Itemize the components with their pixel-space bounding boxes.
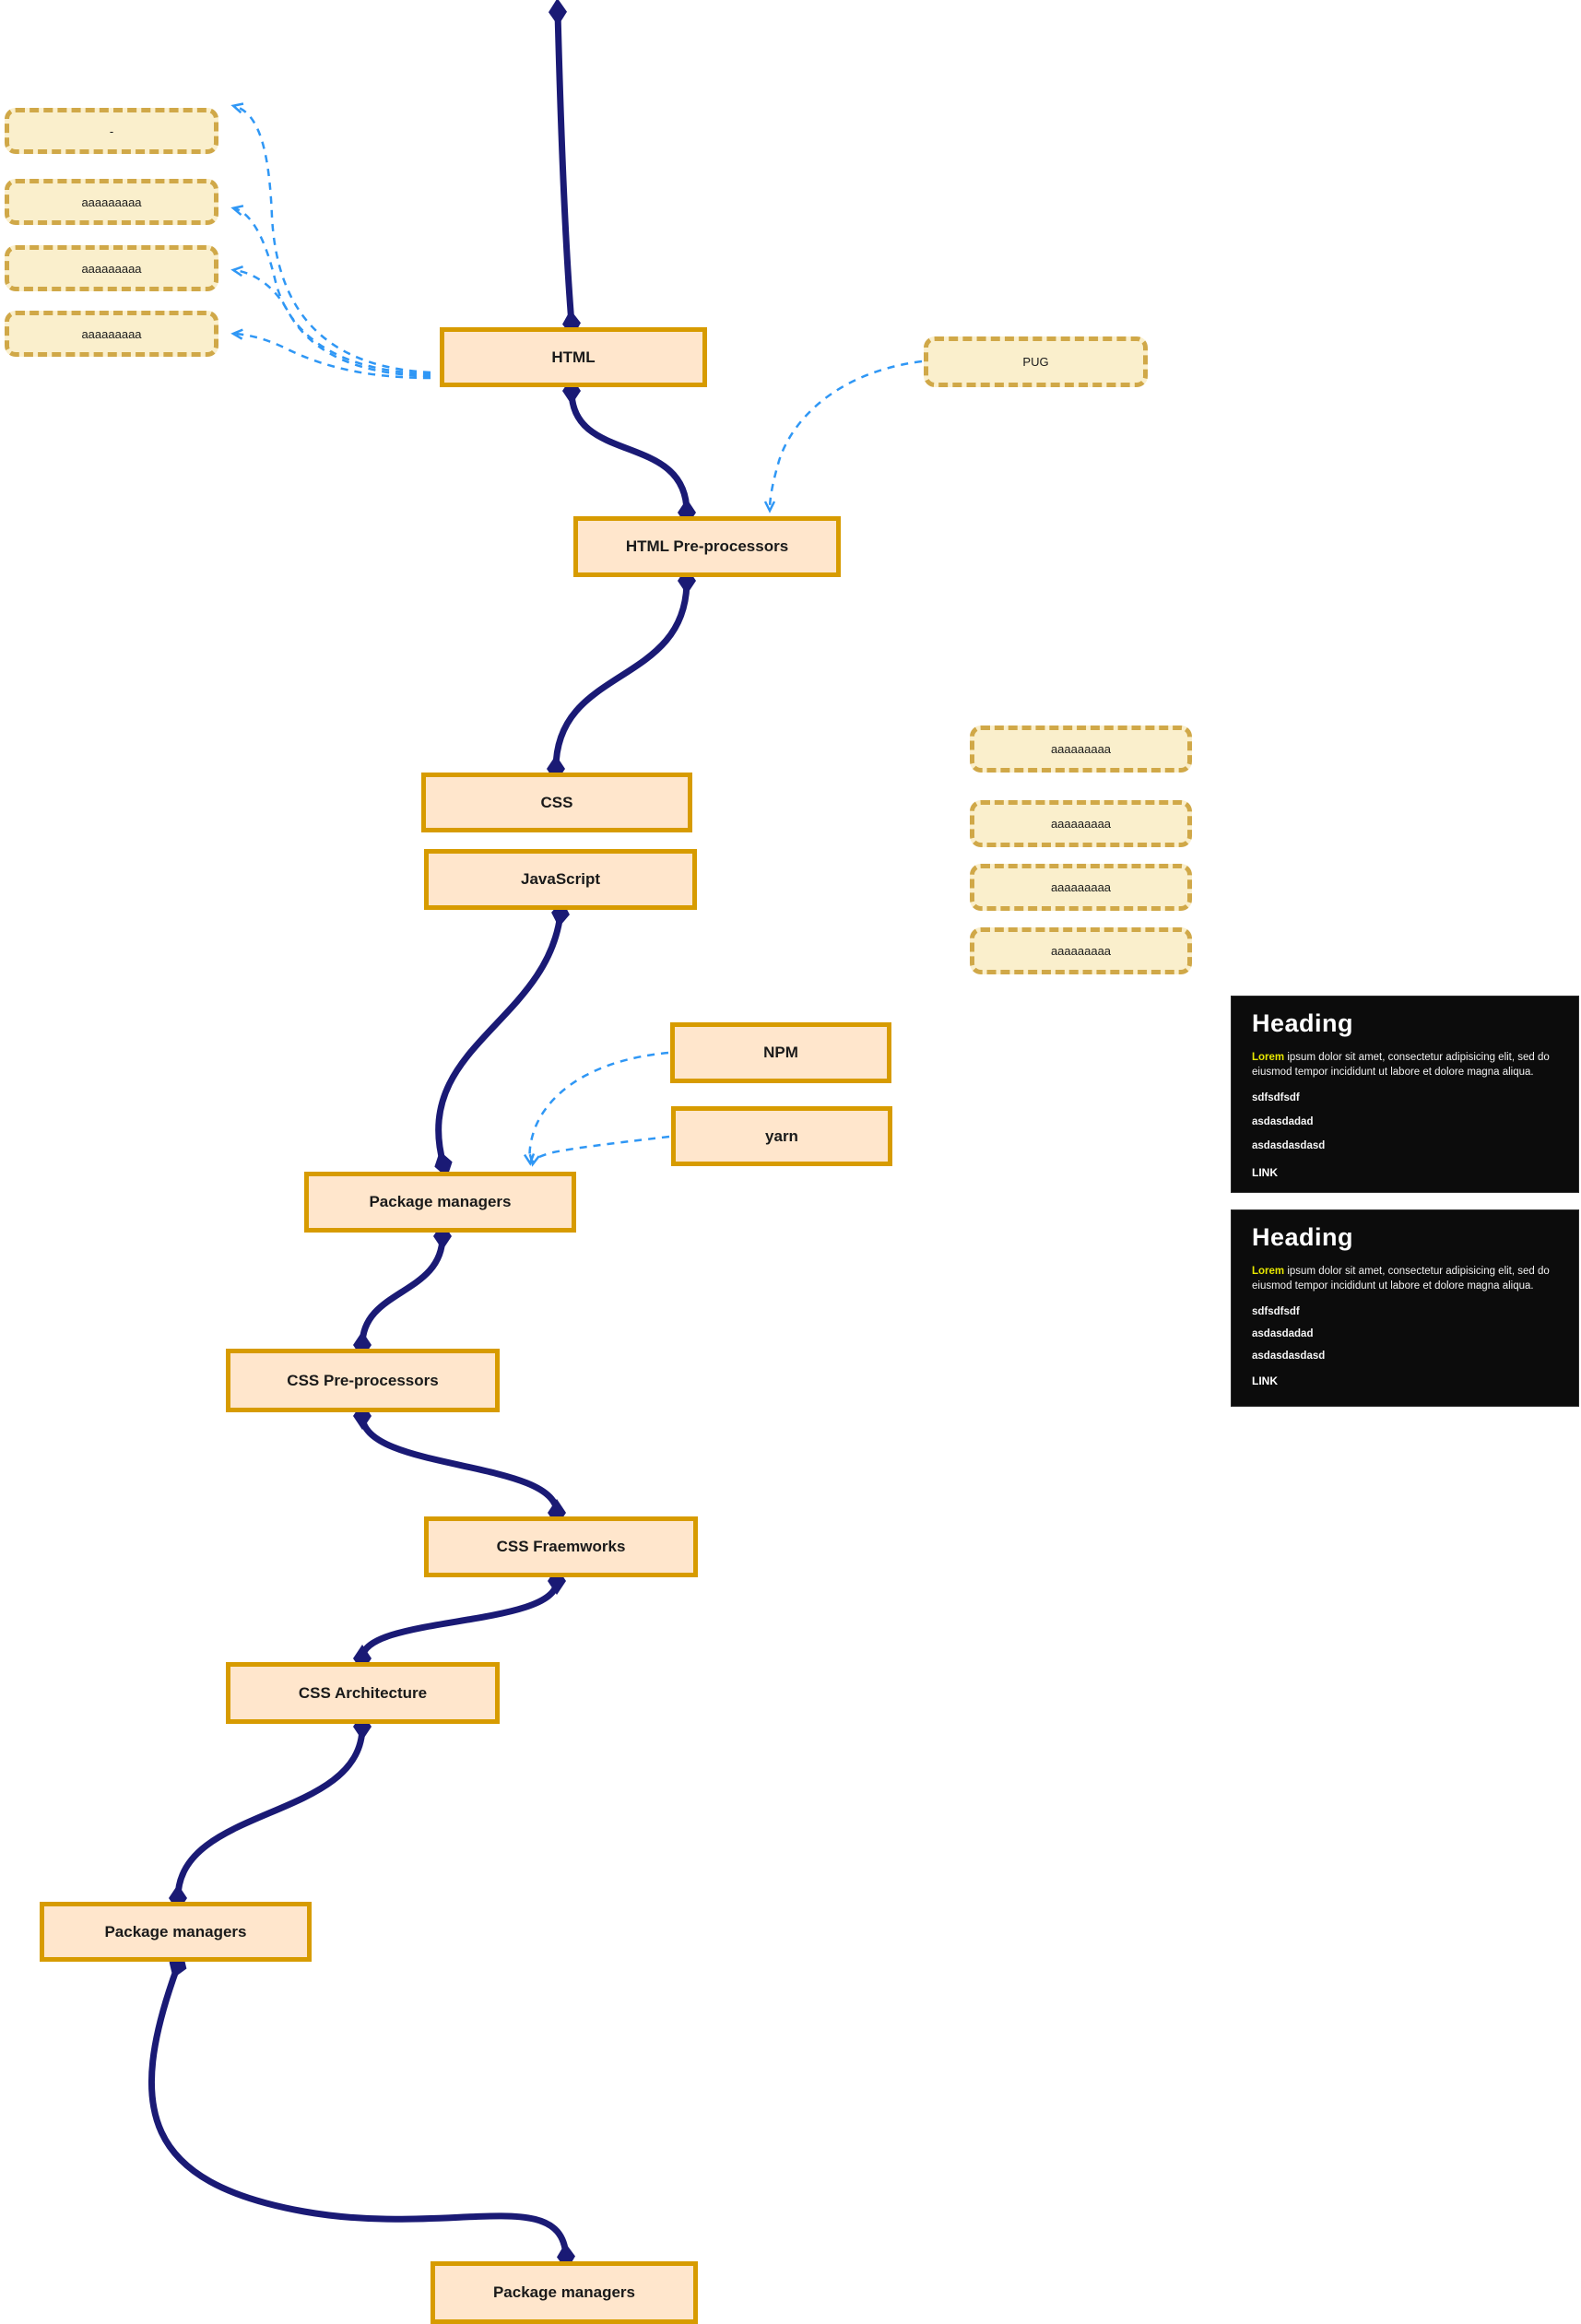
card-1-link[interactable]: LINK: [1252, 1166, 1278, 1180]
note-pug[interactable]: PUG: [924, 336, 1148, 387]
card-2-heading: Heading: [1252, 1223, 1354, 1251]
card-2-paragraph: Lorem ipsum dolor sit amet, consectetur …: [1252, 1265, 1560, 1293]
note-right-1[interactable]: aaaaaaaaa: [970, 726, 1192, 773]
node-yarn[interactable]: yarn: [671, 1106, 892, 1166]
dashed-edge-html-to-note-4: [230, 328, 431, 380]
card-1-highlight: Lorem: [1252, 1052, 1285, 1063]
edge-preprocessors-to-css: [547, 567, 696, 783]
note-pug-label: PUG: [1022, 355, 1049, 369]
node-html[interactable]: HTML: [440, 327, 707, 387]
node-css-architecture-label: CSS Architecture: [298, 1683, 428, 1702]
note-left-1-label: -: [109, 124, 114, 138]
card-2-link[interactable]: LINK: [1252, 1374, 1278, 1388]
note-right-4[interactable]: aaaaaaaaa: [970, 927, 1192, 974]
node-css-frameworks-label: CSS Fraemworks: [496, 1538, 626, 1555]
node-css-label: CSS: [540, 793, 573, 811]
note-left-1[interactable]: -: [5, 108, 218, 154]
card-1-item-2: asdasdadad: [1252, 1116, 1314, 1128]
node-css-preprocessors[interactable]: CSS Pre-processors: [226, 1349, 500, 1412]
card-2-item-1: sdfsdfsdf: [1252, 1306, 1300, 1318]
edge-css-preprocessors-to-frameworks: [353, 1402, 566, 1527]
card-1-paragraph: Lorem ipsum dolor sit amet, consectetur …: [1252, 1051, 1560, 1079]
node-npm[interactable]: NPM: [670, 1022, 891, 1083]
note-left-2[interactable]: aaaaaaaaa: [5, 179, 218, 225]
note-right-3[interactable]: aaaaaaaaa: [970, 864, 1192, 911]
node-package-managers[interactable]: Package managers: [304, 1172, 576, 1233]
node-package-managers-label: Package managers: [369, 1193, 512, 1210]
edge-architecture-to-package-managers-2: [169, 1713, 372, 1912]
note-left-4[interactable]: aaaaaaaaa: [5, 311, 218, 357]
node-css-preprocessors-label: CSS Pre-processors: [287, 1371, 439, 1389]
edge-package-managers-2-to-3: [148, 1952, 575, 2271]
note-right-4-label: aaaaaaaaa: [1050, 944, 1112, 958]
edge-frameworks-to-architecture: [353, 1567, 566, 1672]
note-right-1-label: aaaaaaaaa: [1050, 742, 1112, 756]
edge-top-to-html: [549, 0, 581, 337]
card-2-item-2: asdasdadad: [1252, 1328, 1314, 1340]
note-left-2-label: aaaaaaaaa: [81, 195, 142, 209]
edge-html-to-preprocessors: [562, 377, 696, 526]
node-javascript[interactable]: JavaScript: [424, 849, 697, 910]
card-2-highlight: Lorem: [1252, 1266, 1285, 1277]
node-npm-label: NPM: [763, 1044, 798, 1061]
node-package-managers-3[interactable]: Package managers: [431, 2261, 698, 2324]
card-2-paragraph-rest: ipsum dolor sit amet, consectetur adipis…: [1252, 1266, 1550, 1292]
node-yarn-label: yarn: [765, 1127, 798, 1145]
node-javascript-label: JavaScript: [521, 870, 600, 888]
note-left-3[interactable]: aaaaaaaaa: [5, 245, 218, 291]
node-html-label: HTML: [551, 348, 596, 366]
dashed-edge-html-to-note-2: [230, 205, 431, 376]
card-2-item-3: asdasdasdasd: [1252, 1351, 1326, 1363]
dashed-edge-html-to-note-1: [230, 102, 431, 374]
node-package-managers-2[interactable]: Package managers: [40, 1902, 312, 1962]
node-css[interactable]: CSS: [421, 773, 692, 832]
note-right-2-label: aaaaaaaaa: [1050, 817, 1112, 831]
node-css-frameworks[interactable]: CSS Fraemworks: [424, 1516, 698, 1577]
card-1-paragraph-rest: ipsum dolor sit amet, consectetur adipis…: [1252, 1052, 1550, 1078]
card-1-heading: Heading: [1252, 1009, 1354, 1037]
info-card-1: Heading Lorem ipsum dolor sit amet, cons…: [1231, 996, 1579, 1193]
note-right-2[interactable]: aaaaaaaaa: [970, 800, 1192, 847]
edge-javascript-to-package-managers: [434, 900, 570, 1178]
node-css-architecture[interactable]: CSS Architecture: [226, 1662, 500, 1724]
dashed-edge-npm-to-package-managers: [523, 1051, 669, 1166]
dashed-edge-yarn-to-package-managers: [528, 1135, 670, 1167]
edge-package-managers-to-css-preprocessors: [353, 1222, 452, 1359]
note-left-3-label: aaaaaaaaa: [81, 261, 142, 276]
node-package-managers-2-label: Package managers: [104, 1922, 247, 1941]
dashed-edge-pug-to-preprocessors: [763, 360, 923, 513]
card-1-item-3: asdasdasdasd: [1252, 1140, 1326, 1152]
card-1-item-1: sdfsdfsdf: [1252, 1092, 1300, 1104]
node-package-managers-3-label: Package managers: [492, 2283, 636, 2301]
note-left-4-label: aaaaaaaaa: [81, 326, 142, 341]
node-html-preprocessors[interactable]: HTML Pre-processors: [573, 516, 841, 577]
info-card-2: Heading Lorem ipsum dolor sit amet, cons…: [1231, 1209, 1579, 1407]
note-right-3-label: aaaaaaaaa: [1050, 880, 1112, 894]
node-html-preprocessors-label: HTML Pre-processors: [625, 537, 789, 555]
dashed-edge-html-to-note-3: [230, 265, 431, 378]
